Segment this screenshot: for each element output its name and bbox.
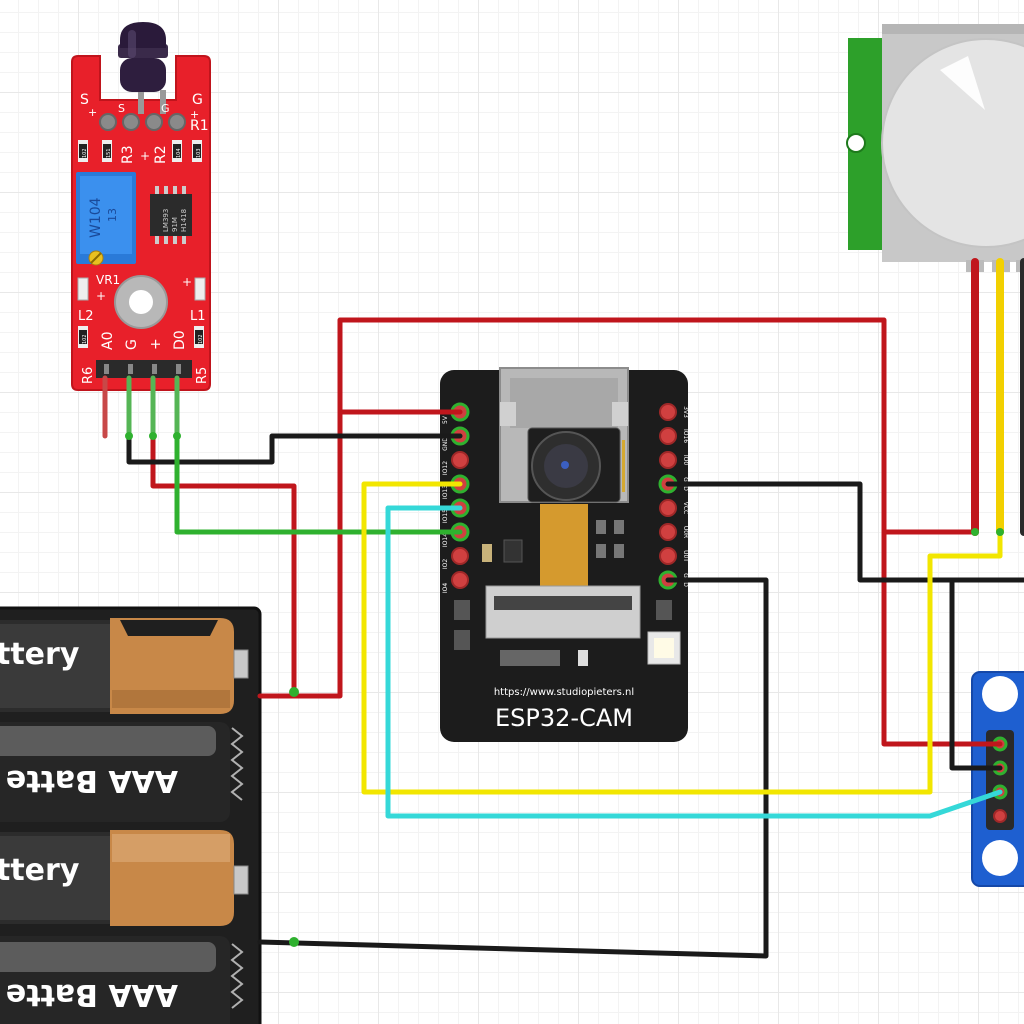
battery-cell-3: ttery xyxy=(0,830,249,926)
esp32-pin-label-gnd-l: GND xyxy=(442,437,449,451)
ir-label-s-top: S xyxy=(80,92,89,108)
ir-label-plus-left: + xyxy=(96,289,106,303)
ir-label-vr1: VR1 xyxy=(96,273,120,287)
ir-header-label-a0: A0 xyxy=(100,332,116,350)
esp32-title: ESP32-CAM xyxy=(495,704,633,732)
ir-label-r2: R2 xyxy=(153,145,169,164)
wires xyxy=(102,258,1024,959)
pir-motion-sensor xyxy=(846,24,1024,272)
ir-label-r6: R6 xyxy=(81,367,96,384)
esp32-pin-label-io4: IO4 xyxy=(442,583,449,593)
wire-black-ir-gnd xyxy=(126,433,463,465)
blue-sensor-module xyxy=(971,671,1024,887)
battery-label-2: AAA Batte xyxy=(6,763,178,798)
module-mounting-hole-top xyxy=(982,676,1018,712)
ir-label-plus-top: + xyxy=(88,106,97,119)
esp32-pin-label-io2: IO2 xyxy=(442,559,449,569)
ir-label-r3: R3 xyxy=(120,145,136,164)
ir-res-code-f: 102 xyxy=(198,334,204,344)
ir-comparator-chip: LM393 91M H1418 xyxy=(150,186,192,244)
esp32-pin-label-io13: IO13 xyxy=(442,485,449,499)
battery-label-3: ttery xyxy=(0,853,80,888)
battery-label-1: ttery xyxy=(0,637,80,672)
ir-label-plus-top-right: + xyxy=(190,108,199,121)
esp32-ribbon-connector xyxy=(485,585,641,639)
ir-res-code-a: 102 xyxy=(82,148,88,158)
ir-pin-label-s: S xyxy=(118,102,125,115)
ir-chip-line2: 91M xyxy=(171,217,179,232)
ir-pin-s xyxy=(99,113,117,131)
ir-smd-resistors: 102 151 104 103 xyxy=(78,140,202,162)
ir-chip-line3: H1418 xyxy=(180,209,188,232)
ir-label-l2: L2 xyxy=(78,309,94,324)
esp32-pin-label-io12: IO12 xyxy=(442,461,449,475)
esp32-pin-label-5v: 5V xyxy=(442,415,449,424)
esp32-pin-label-u0r: U0R xyxy=(682,526,689,538)
ir-pot-sub: 13 xyxy=(106,208,119,222)
esp32-camera-ribbon xyxy=(540,504,588,586)
ir-res-code-b: 151 xyxy=(106,148,112,158)
esp32-pin-label-io14: IO14 xyxy=(442,533,449,547)
ir-res-code-d: 103 xyxy=(196,148,202,158)
ir-potentiometer: W104 13 xyxy=(76,172,136,266)
ir-pin-plus xyxy=(122,113,140,131)
ir-pin-label-plus: + xyxy=(140,149,150,163)
esp32-url: https://www.studiopieters.nl xyxy=(494,687,634,698)
ir-res-code-c: 104 xyxy=(176,148,182,158)
ir-pot-code: W104 xyxy=(88,197,104,238)
battery-label-4: AAA Batte xyxy=(6,977,178,1012)
ir-chip-line1: LM393 xyxy=(162,209,170,232)
ir-pin-header xyxy=(96,360,192,378)
pir-dome xyxy=(881,38,1024,248)
esp32-cam-board: 5V GND IO12 IO13 IO15 IO14 IO2 IO4 3V3 I… xyxy=(440,367,689,742)
ir-label-plus-right: + xyxy=(182,275,192,289)
wire-junctions xyxy=(125,432,1004,947)
ir-header-label-g: G xyxy=(124,339,140,350)
esp32-pin-label-3v3: 3V3 xyxy=(682,406,689,418)
wire-red-module xyxy=(881,529,1003,747)
esp32-pin-label-io0: IO0 xyxy=(682,455,689,465)
ir-label-r5: R5 xyxy=(195,367,210,384)
wire-red-5v xyxy=(337,317,978,535)
wire-cyan-module xyxy=(385,505,1003,819)
wire-yellow-pir xyxy=(361,481,1003,795)
ir-led xyxy=(118,22,168,92)
ir-res-code-e: 102 xyxy=(82,334,88,344)
esp32-pin-label-u0t: U0T xyxy=(682,550,689,562)
esp32-pin-label-io16: IO16 xyxy=(682,429,689,443)
esp32-right-pins xyxy=(658,403,678,590)
wire-black-module-gnd xyxy=(949,577,1003,771)
esp32-pin-label-io15: IO15 xyxy=(442,509,449,523)
ir-pin-label-g: G xyxy=(161,102,170,115)
ir-pin-g xyxy=(168,113,186,131)
wire-black-esp-gnd-r1 xyxy=(665,481,1024,583)
ir-flame-sensor-module: S + G + S G + R1 R3 R2 102 151 104 103 xyxy=(71,22,211,391)
ir-pin-center xyxy=(145,113,163,131)
battery-cell-2: AAA Batte xyxy=(0,722,230,822)
esp32-pin-label-vcc: VCC xyxy=(682,502,689,514)
ir-led-signal xyxy=(194,277,206,301)
ir-label-g-top: G xyxy=(192,92,203,108)
battery-cell-1: ttery xyxy=(0,618,249,714)
ir-header-label-plus: + xyxy=(148,338,164,350)
ir-header-label-d0: D0 xyxy=(172,330,188,350)
wire-red-battery xyxy=(257,409,343,699)
module-mounting-hole-bottom xyxy=(982,840,1018,876)
ir-led-power xyxy=(77,277,89,301)
ir-label-l1: L1 xyxy=(190,309,206,324)
battery-cell-4: AAA Batte xyxy=(0,936,230,1024)
battery-pack: ttery AAA Batte ttery AAA Batte xyxy=(0,606,262,1024)
battery-spring-2 xyxy=(230,943,244,1009)
battery-spring-1 xyxy=(230,727,244,801)
ir-label-r1: R1 xyxy=(190,118,209,134)
esp32-left-pin-labels: 5V GND IO12 IO13 IO15 IO14 IO2 IO4 xyxy=(442,415,449,593)
wire-black-battery-gnd xyxy=(257,577,769,959)
